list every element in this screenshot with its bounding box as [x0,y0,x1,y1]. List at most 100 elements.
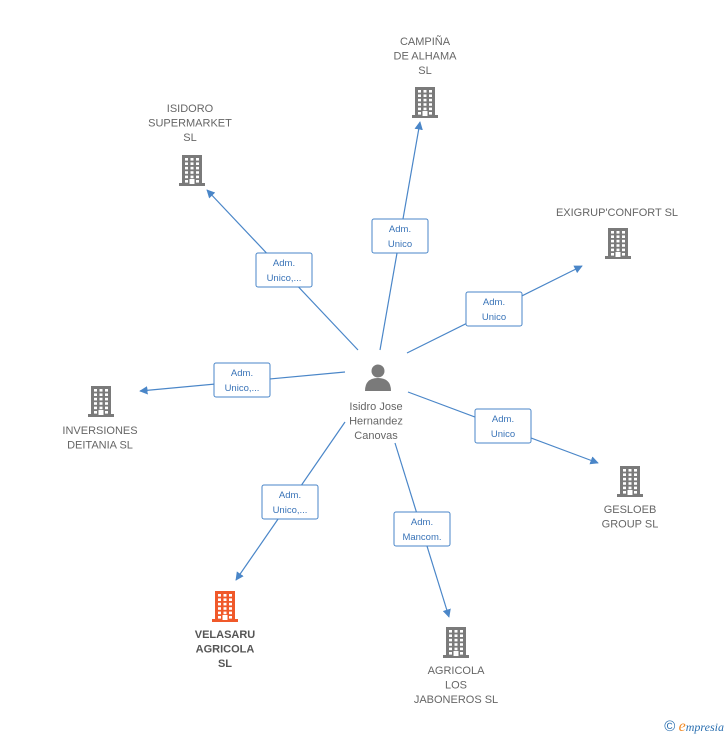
node-exigrup[interactable]: EXIGRUP'CONFORT SL [556,207,678,259]
relation-label-box[interactable] [213,362,271,398]
building-window [223,602,227,606]
building-icon [179,155,205,186]
building-window [423,90,427,93]
relation-label-box[interactable] [255,252,313,288]
building-window [196,180,199,183]
building-window [460,643,463,646]
building-window [634,473,637,476]
relation-label-text: Unico,... [225,383,260,394]
node-label-line: AGRICOLA [428,665,486,677]
relation-label-box[interactable] [371,218,429,254]
building-window [185,162,188,165]
building-window [190,162,194,165]
building-window [622,248,625,252]
building-window [105,406,108,410]
building-window [223,594,227,597]
relation-label-text: Unico,... [273,505,308,516]
building-window [223,598,227,601]
node-label-line: DEITANIA SL [67,440,133,452]
building-window [229,611,232,615]
edge-exigrup: Adm. Unico [406,265,583,354]
building-window [196,175,199,179]
building-window [229,594,232,597]
building-window [418,107,421,111]
edge-isidoro: Adm.Unico,... [206,189,359,351]
building-door [615,252,621,257]
building-window [105,397,108,401]
building-door [222,615,228,620]
building-window [99,393,103,396]
building-window [223,607,227,610]
relation-label-box[interactable] [474,408,532,444]
building-window [185,158,188,161]
building-door [98,410,104,415]
building-window [623,473,626,476]
building-door [189,179,195,184]
relation-label-text: Mancom. [402,532,441,543]
building-icon [617,466,643,497]
building-window [218,602,221,606]
empresia-brand[interactable]: © empresia [664,718,724,736]
node-label-line: JABONEROS SL [414,694,498,706]
relation-label-text: Adm. [483,297,505,308]
building-window [611,239,614,243]
edge-inversiones: Adm.Unico,... [139,362,346,398]
building-window [429,98,432,102]
relation-label-box[interactable] [393,511,451,547]
person-body [365,378,391,391]
building-window [616,244,620,247]
relation-label-box[interactable] [465,291,523,327]
building-window [105,402,108,405]
relation-label-box[interactable] [261,484,319,520]
building-window [611,244,614,247]
building-window [418,98,421,102]
building-window [418,112,421,115]
node-label-line: VELASARU [195,629,256,641]
relation-label-text: Unico [482,312,506,323]
building-icon [88,386,114,417]
building-window [218,594,221,597]
edge-agricola: Adm. Mancom. [393,442,451,618]
building-window [449,630,452,633]
building-window [429,112,432,115]
building-door [627,490,633,495]
node-label-line: SL [418,65,431,77]
building-window [190,166,194,170]
building-window [99,397,103,401]
node-label-line: DE ALHAMA [394,51,458,63]
relation-label-text: Adm. [411,517,433,528]
building-window [622,239,625,243]
relation-label-text: Unico,... [267,273,302,284]
building-window [611,235,614,238]
building-window [460,638,463,642]
node-label-line: GROUP SL [602,519,659,531]
node-label-line: ISIDORO [167,103,214,115]
building-window [623,486,626,490]
building-window [454,638,458,642]
building-window [616,239,620,243]
building-window [623,477,626,481]
building-window [190,175,194,179]
building-window [94,406,97,410]
building-window [634,486,637,490]
relation-label-text: Unico [491,429,515,440]
building-window [634,477,637,481]
building-window [628,469,632,472]
building-door [453,651,459,656]
building-icon [605,228,631,259]
building-window [449,634,452,637]
building-window [622,235,625,238]
building-window [622,231,625,234]
edge-velasaru: Adm.Unico,... [235,421,346,581]
building-window [94,389,97,392]
building-window [628,482,632,485]
building-window [105,411,108,414]
building-window [449,647,452,651]
